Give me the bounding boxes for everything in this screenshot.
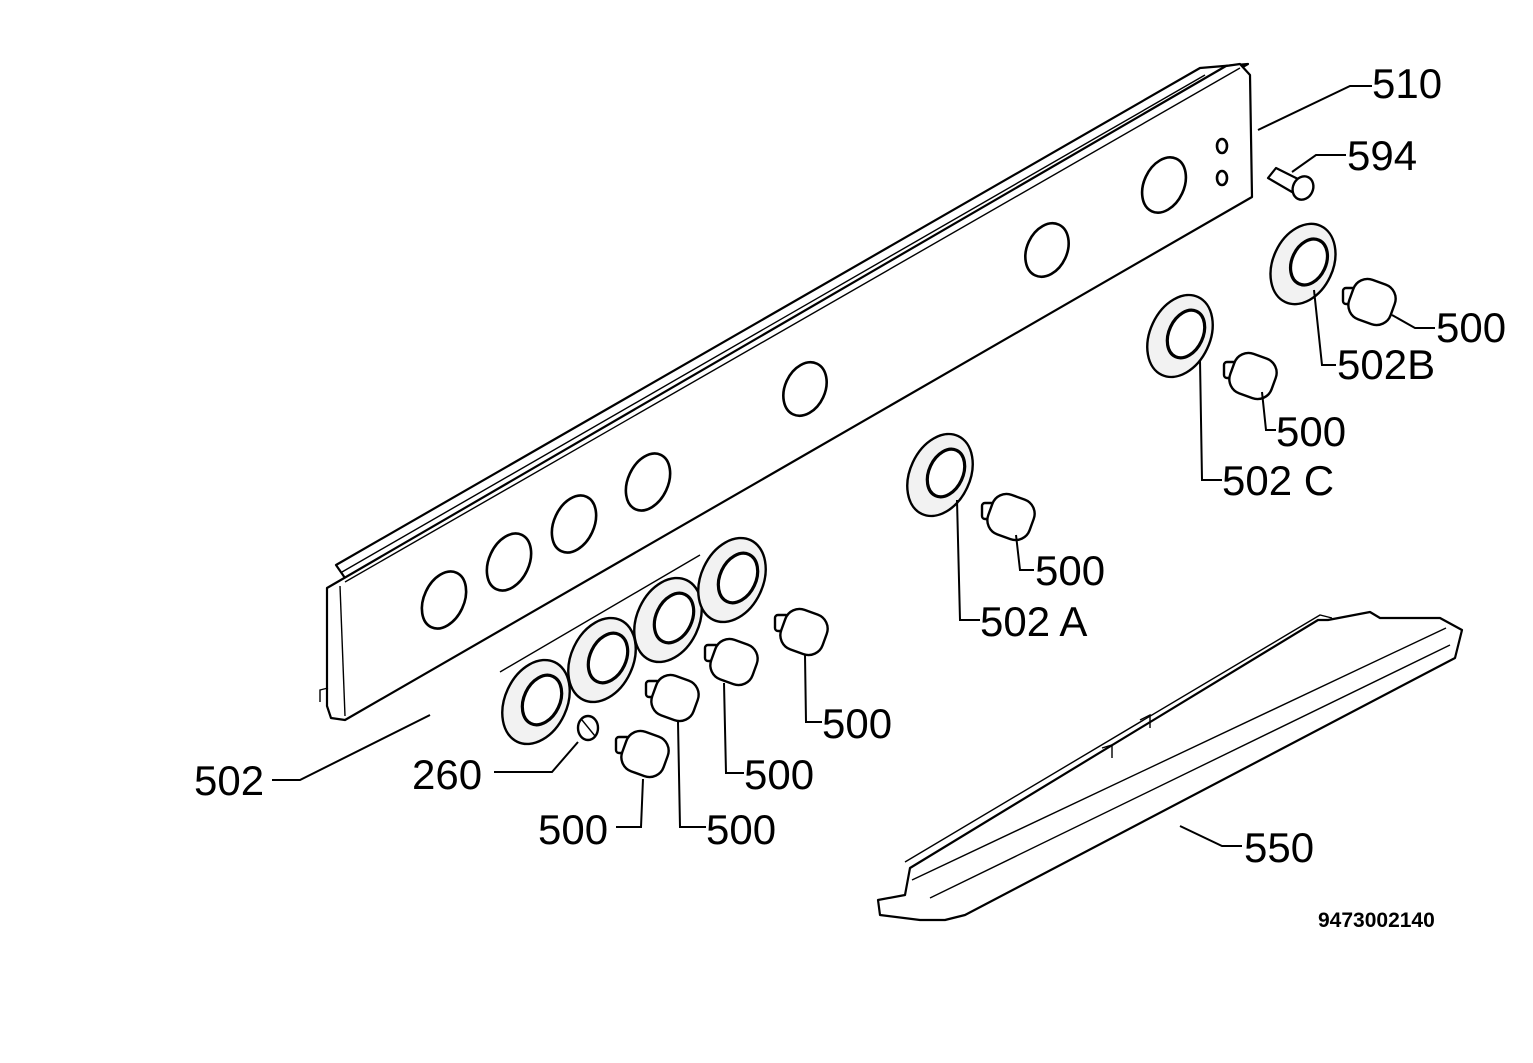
control-panel-510 <box>319 62 1254 722</box>
bezel-ring-502a <box>906 432 974 518</box>
lamp-594 <box>1266 166 1315 201</box>
label-502c: 502 C <box>1222 457 1334 504</box>
label-500: 500 <box>538 806 608 853</box>
knob <box>614 729 670 779</box>
knob <box>703 637 759 687</box>
bezel-ring-group <box>499 536 767 746</box>
panel-hole <box>782 360 828 418</box>
bezel-ring <box>697 536 767 624</box>
trim-strip-550 <box>876 610 1464 922</box>
label-500: 500 <box>1035 547 1105 594</box>
knob <box>1222 351 1278 401</box>
panel-hole <box>550 494 598 554</box>
panel-hole <box>1024 221 1070 279</box>
label-502b: 502B <box>1337 341 1435 388</box>
panel-hole <box>1140 156 1188 214</box>
label-502: 502 <box>194 757 264 804</box>
label-500: 500 <box>1276 408 1346 455</box>
panel-hole <box>485 532 533 592</box>
bezel-ring <box>633 576 703 664</box>
spacer-260 <box>576 714 600 742</box>
label-500: 500 <box>822 700 892 747</box>
lamp-hole <box>1215 137 1229 155</box>
knob <box>1341 277 1397 327</box>
bezel-ring <box>501 658 571 746</box>
label-594: 594 <box>1347 132 1417 179</box>
drawing-code: 9473002140 <box>1318 909 1435 932</box>
knob <box>644 673 700 723</box>
label-550: 550 <box>1244 824 1314 871</box>
panel-hole <box>624 452 672 512</box>
panel-hole <box>420 570 468 630</box>
label-510: 510 <box>1372 60 1442 107</box>
bezel-ring-502b <box>1269 222 1337 306</box>
label-502a: 502 A <box>980 598 1087 645</box>
label-500: 500 <box>1436 304 1506 351</box>
label-500: 500 <box>706 806 776 853</box>
knob <box>980 492 1036 542</box>
knob <box>773 607 829 657</box>
label-260: 260 <box>412 751 482 798</box>
bezel-ring <box>567 616 637 704</box>
bezel-ring-502c <box>1146 293 1214 379</box>
label-500: 500 <box>744 751 814 798</box>
lamp-hole <box>1215 169 1229 187</box>
